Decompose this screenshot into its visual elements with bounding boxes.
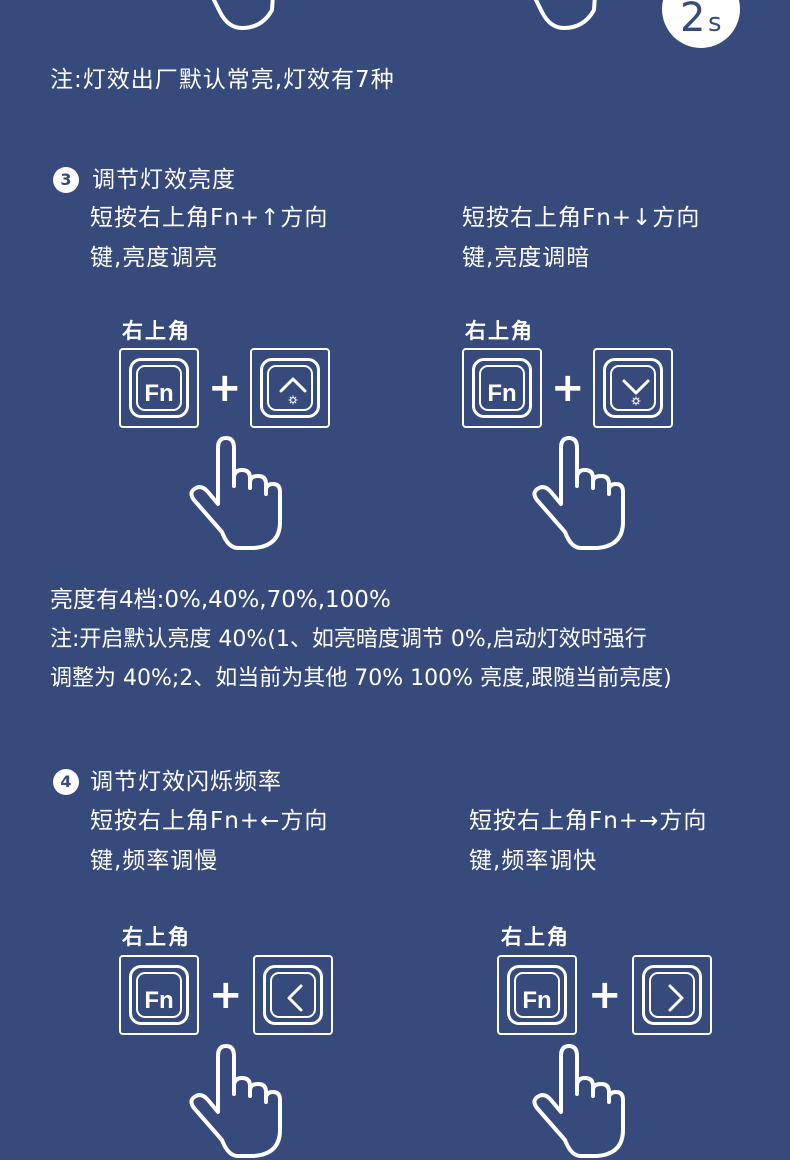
section-title-blink-rate: 调节灯效闪烁频率 [90,769,282,795]
section-title-brightness: 调节灯效亮度 [92,167,236,193]
fn-key: Fn [119,348,199,428]
brightness-up-instruction: 短按右上角Fn+↑方向 [90,205,329,231]
brightness-note-line2: 调整为 40%;2、如当前为其他 70% 100% 亮度,跟随当前亮度) [50,666,672,691]
fn-key: Fn [497,955,577,1035]
plus-sign: + [588,972,622,1018]
plus-sign: + [551,365,585,411]
badge-number: 2 [680,0,706,41]
pointing-hand-icon [532,1044,625,1158]
plus-sign: + [208,365,242,411]
rate-slow-result: 键,频率调慢 [90,848,219,874]
lighting-note: 注:灯效出厂默认常亮,灯效有7种 [50,67,395,93]
up-arrow-key [250,348,330,428]
step-number-4: 4 [53,769,79,795]
key-position-label: 右上角 [122,319,191,343]
down-arrow-key [593,348,673,428]
fn-key: Fn [462,348,542,428]
brightness-down-instruction: 短按右上角Fn+↓方向 [462,205,701,231]
key-position-label: 右上角 [501,925,570,949]
brightness-up-icon [279,377,307,405]
brightness-note-line1: 注:开启默认亮度 40%(1、如亮暗度调节 0%,启动灯效时强行 [50,627,647,652]
pointing-hand-icon [532,436,625,550]
pointing-hand-icon [533,0,597,30]
step-number-3: 3 [53,167,79,193]
left-arrow-key [253,955,333,1035]
pointing-hand-icon [189,436,282,550]
rate-fast-instruction: 短按右上角Fn+→方向 [469,808,708,834]
arrow-left-icon [287,984,303,1012]
brightness-down-icon [622,379,650,406]
fn-key-label: Fn [144,380,174,407]
rate-fast-result: 键,频率调快 [469,848,598,874]
hold-duration-badge: 2 s [662,0,740,48]
key-position-label: 右上角 [122,925,191,949]
pointing-hand-icon [211,0,275,30]
badge-unit: s [708,8,722,38]
brightness-up-result: 键,亮度调亮 [90,245,219,271]
key-position-label: 右上角 [465,319,534,343]
fn-key-label: Fn [144,987,174,1014]
brightness-down-result: 键,亮度调暗 [462,245,591,271]
brightness-levels: 亮度有4档:0%,40%,70%,100% [50,587,391,613]
arrow-right-icon [668,984,684,1012]
fn-key: Fn [119,955,199,1035]
right-arrow-key [632,955,712,1035]
fn-key-label: Fn [487,380,517,407]
fn-key-label: Fn [522,987,552,1014]
plus-sign: + [209,972,243,1018]
pointing-hand-icon [189,1044,282,1158]
rate-slow-instruction: 短按右上角Fn+←方向 [90,808,329,834]
